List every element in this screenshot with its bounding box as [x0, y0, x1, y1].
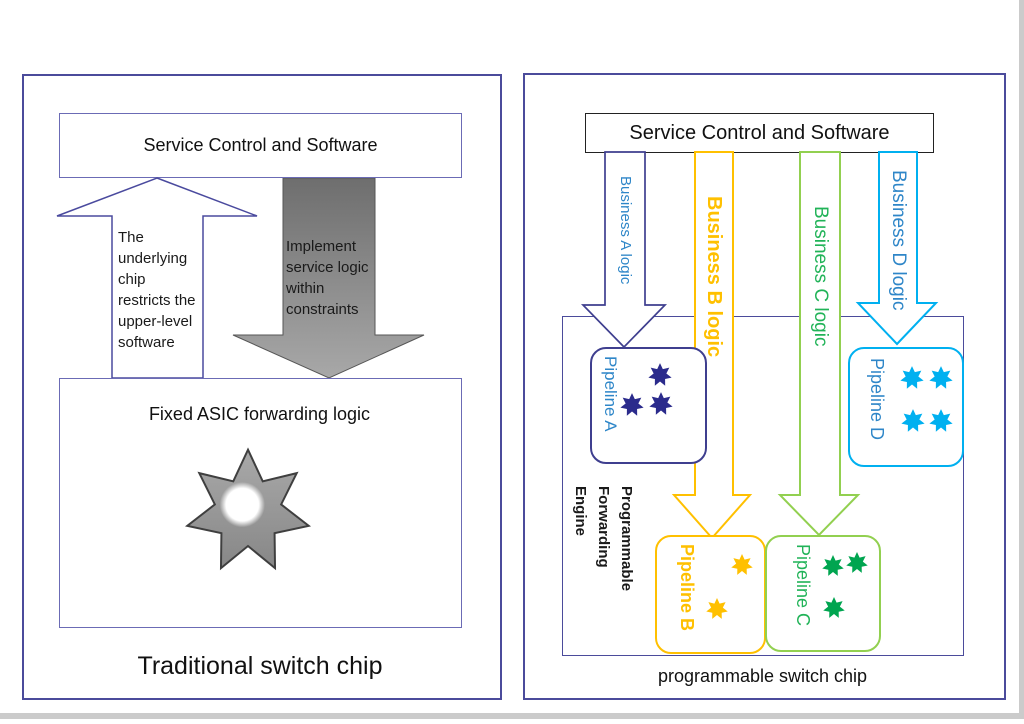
gear-star-icon [180, 444, 316, 580]
up-arrow-text: The underlying chip restricts the upper-… [118, 229, 196, 351]
forwarding-engine-label: Programmable Forwarding Engine [572, 486, 635, 592]
page-edge-right [1019, 0, 1024, 719]
business-b-arrow [671, 151, 753, 540]
business-a-label: Business A logic [617, 176, 634, 285]
star-icon [846, 552, 868, 573]
right-panel-title: programmable switch chip [657, 666, 868, 686]
business-c-label: Business C logic [810, 206, 831, 347]
page-edge-bottom [0, 713, 1019, 719]
business-b-label: Business B logic [703, 196, 725, 358]
service-control-label-right: Service Control and Software [629, 121, 890, 144]
pipeline-c-label: Pipeline C [793, 544, 813, 627]
pipeline-d-label: Pipeline D [867, 358, 887, 441]
downward-arrow [232, 178, 425, 379]
service-control-label-left: Service Control and Software [143, 135, 378, 155]
pipeline-a-label: Pipeline A [601, 356, 620, 432]
business-d-label: Business D logic [888, 170, 909, 311]
star-icon [901, 409, 925, 432]
star-icon [620, 393, 644, 416]
down-arrow-text: Implement service logic within constrain… [286, 238, 369, 318]
business-a-arrow [580, 151, 668, 349]
star-icon [649, 392, 673, 415]
star-icon [823, 597, 845, 618]
pipeline-a-box [590, 347, 707, 464]
star-icon [731, 554, 753, 575]
business-c-arrow [777, 151, 861, 537]
business-arrows [580, 151, 939, 540]
fixed-asic-label: Fixed ASIC forwarding logic [148, 404, 371, 424]
service-control-box-left: Service Control and Software [59, 113, 462, 178]
business-d-arrow [855, 151, 939, 346]
star-icon [822, 555, 844, 576]
service-control-box-right: Service Control and Software [585, 113, 934, 153]
star-icon [929, 366, 953, 389]
star-icon [648, 363, 672, 386]
pipeline-d-box [848, 347, 964, 467]
pipeline-c-box [765, 535, 881, 652]
left-panel-title: Traditional switch chip [137, 652, 383, 680]
star-icon [900, 366, 924, 389]
star-icon [929, 409, 953, 432]
star-icon [706, 598, 728, 619]
pipeline-b-label: Pipeline B [677, 544, 697, 632]
pipeline-b-box [655, 535, 766, 654]
